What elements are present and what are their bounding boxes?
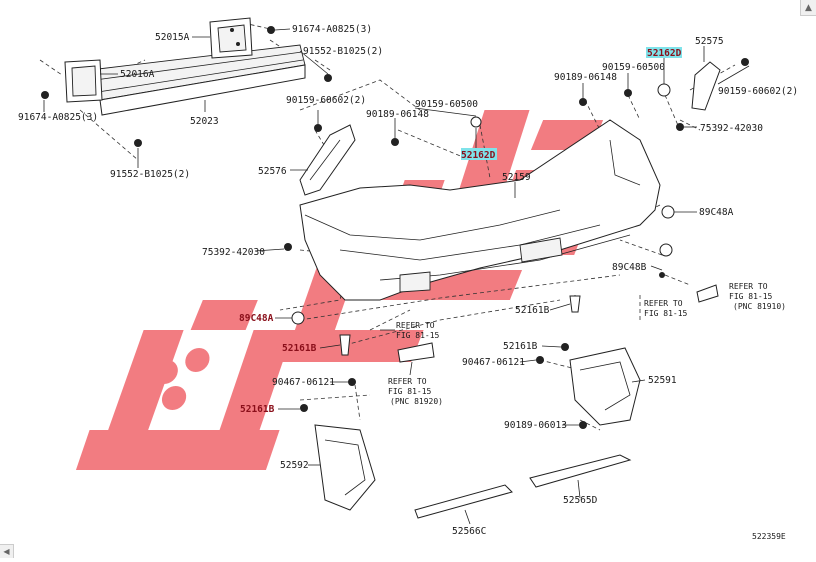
leader-lines [43, 28, 750, 525]
bolt-91674-left[interactable] [41, 91, 49, 99]
clip-90467-l[interactable] [348, 378, 356, 386]
label-90159-d[interactable]: 90159-60602(2) [718, 86, 798, 97]
label-52565D[interactable]: 52565D [563, 495, 598, 506]
refer-a-line1[interactable]: REFER TO [729, 282, 768, 291]
molding-52565D[interactable] [529, 454, 632, 488]
refer-a-line3[interactable]: (PNC 81910) [733, 302, 786, 311]
label-52023[interactable]: 52023 [190, 116, 219, 127]
label-91552-left[interactable]: 91552-B1025(2) [110, 169, 190, 180]
retainer-52592[interactable] [314, 424, 376, 511]
clip-90189-c[interactable] [579, 421, 587, 429]
label-90159-c[interactable]: 90159-60500 [602, 62, 665, 73]
clip-90159-left[interactable] [314, 124, 322, 132]
label-90189-a[interactable]: 90189-06148 [366, 109, 429, 120]
label-52161B-mid[interactable]: 52161B [515, 305, 550, 316]
clip-90467-r[interactable] [536, 356, 544, 364]
label-52159[interactable]: 52159 [502, 172, 531, 183]
highlight-52162D-top [646, 47, 682, 58]
label-52161B-l2[interactable]: 52161B [240, 404, 275, 415]
label-90467-r[interactable]: 90467-06121 [462, 357, 525, 368]
clip-90189-left[interactable] [391, 138, 399, 146]
bracket-52015A[interactable] [209, 17, 253, 59]
label-91674-left[interactable]: 91674-A0825(3) [18, 112, 98, 123]
label-89C48A-r[interactable]: 89C48A [699, 207, 734, 218]
bracket-52016A[interactable] [64, 59, 103, 103]
bolt-91674-top[interactable] [267, 26, 275, 34]
label-52015A[interactable]: 52015A [155, 32, 190, 43]
scroll-up-arrow-icon[interactable]: ▲ [800, 0, 816, 16]
clip-52161B-l1[interactable] [339, 334, 351, 356]
reflector-left[interactable] [397, 342, 435, 363]
refer-d-line3[interactable]: (PNC 81920) [390, 397, 443, 406]
bumper-cover-52159[interactable] [299, 119, 661, 301]
clip-89C48B[interactable] [659, 243, 673, 278]
refer-c-line1[interactable]: REFER TO [396, 321, 435, 330]
label-89C48B[interactable]: 89C48B [612, 262, 647, 273]
refer-b-line2[interactable]: FIG 81-15 [644, 309, 688, 318]
highlight-52162D-mid [461, 148, 497, 160]
label-52592[interactable]: 52592 [280, 460, 309, 471]
clip-90159-mid[interactable] [470, 116, 482, 128]
label-52591[interactable]: 52591 [648, 375, 677, 386]
clip-90159-upper[interactable] [624, 89, 632, 97]
label-75392-r[interactable]: 75392-42030 [700, 123, 763, 134]
label-91674-top[interactable]: 91674-A0825(3) [292, 24, 372, 35]
clip-89C48A-left[interactable] [291, 311, 305, 325]
refer-d-line1[interactable]: REFER TO [388, 377, 427, 386]
clip-52161B-r[interactable] [561, 343, 569, 351]
screw-75392-left[interactable] [284, 243, 292, 251]
label-89C48A-l[interactable]: 89C48A [239, 313, 274, 324]
clip-52162D-upper[interactable] [657, 83, 671, 97]
bolt-91552-left[interactable] [134, 139, 142, 147]
clip-90189-right[interactable] [579, 98, 587, 106]
label-75392-l[interactable]: 75392-42030 [202, 247, 265, 258]
label-52162D-top[interactable]: 52162D [647, 48, 682, 59]
refer-a-line2[interactable]: FIG 81-15 [729, 292, 773, 301]
refer-b-line1[interactable]: REFER TO [644, 299, 683, 308]
label-90159-b[interactable]: 90159-60500 [415, 99, 478, 110]
retainer-52591[interactable] [569, 347, 641, 426]
label-91552-top[interactable]: 91552-B1025(2) [303, 46, 383, 57]
side-bracket-52576[interactable] [299, 124, 356, 196]
screw-75392-right[interactable] [676, 123, 684, 131]
molding-52566C[interactable] [414, 484, 513, 519]
label-52162D-mid[interactable]: 52162D [461, 150, 496, 161]
scroll-left-arrow-icon[interactable]: ◀ [0, 544, 14, 558]
clip-52161B-l2[interactable] [300, 404, 308, 412]
side-bracket-52575[interactable] [691, 61, 721, 111]
label-90159-a[interactable]: 90159-60602(2) [286, 95, 366, 106]
label-90467-l[interactable]: 90467-06121 [272, 377, 335, 388]
label-90189-b[interactable]: 90189-06148 [554, 72, 617, 83]
clip-52161B-mid[interactable] [569, 295, 581, 313]
refer-c-line2[interactable]: FIG 81-15 [396, 331, 440, 340]
reflector-right[interactable] [696, 284, 719, 303]
label-52161B-l1[interactable]: 52161B [282, 343, 317, 354]
part-labels: 52015A 91674-A0825(3) 91552-B1025(2) 520… [18, 24, 798, 541]
bolt-91552-top[interactable] [324, 74, 332, 82]
refer-d-line2[interactable]: FIG 81-15 [388, 387, 432, 396]
clip-89C48A-right[interactable] [661, 205, 675, 219]
label-52575[interactable]: 52575 [695, 36, 724, 47]
label-52566C[interactable]: 52566C [452, 526, 486, 537]
figure-code: 522359E [752, 532, 786, 541]
clip-90159-right[interactable] [741, 58, 749, 66]
label-90189-c[interactable]: 90189-06013 [504, 420, 567, 431]
label-52161B-r[interactable]: 52161B [503, 341, 538, 352]
label-52576[interactable]: 52576 [258, 166, 287, 177]
reinforcement-beam-52023[interactable] [89, 44, 306, 116]
label-52016A[interactable]: 52016A [120, 69, 155, 80]
